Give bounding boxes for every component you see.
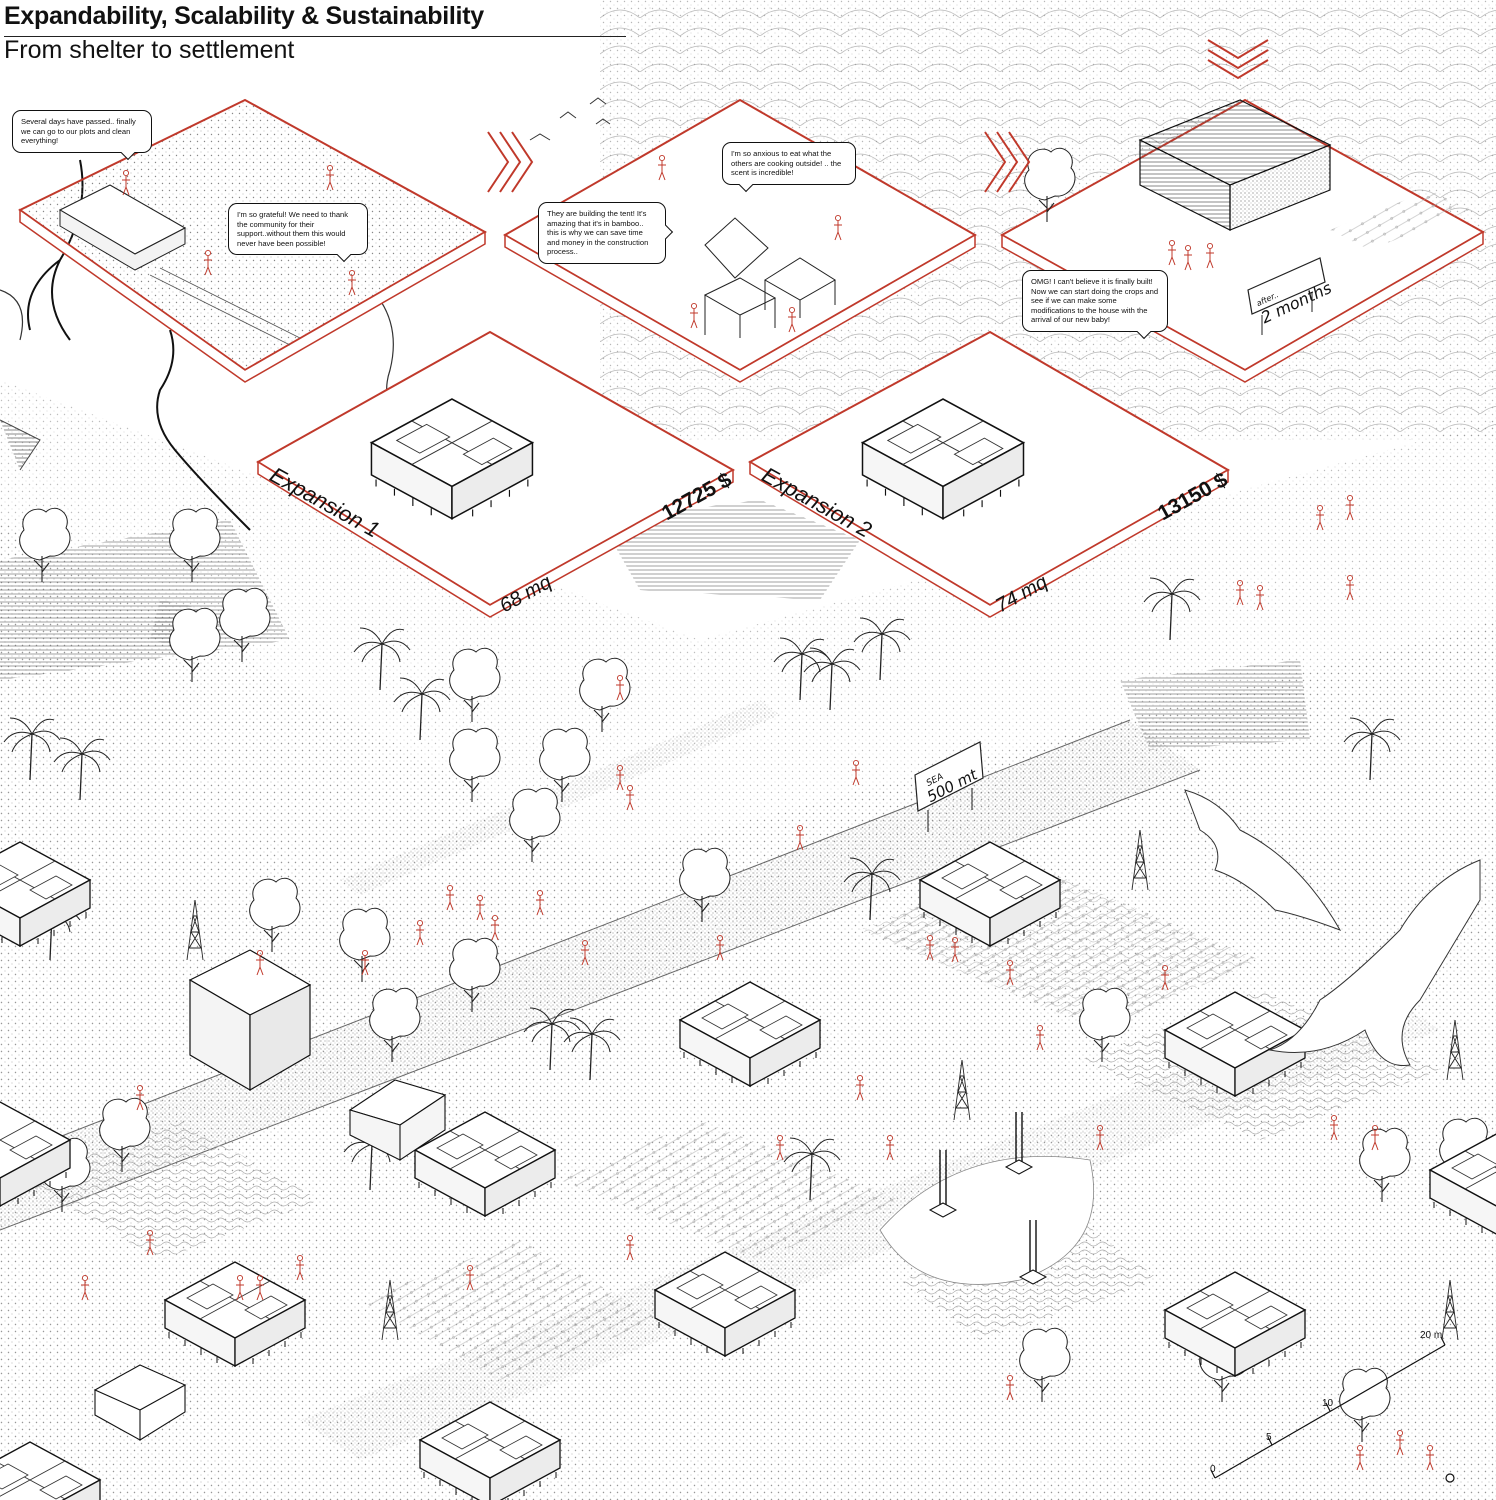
plot-tent	[502, 98, 978, 383]
title-divider	[4, 36, 626, 37]
speech-bubble-built: OMG! I can't believe it is finally built…	[1022, 270, 1168, 332]
hatched-field-right	[1120, 660, 1310, 750]
plaza-pillars	[879, 1112, 1094, 1285]
scale-bar	[1210, 1336, 1455, 1483]
sea-sign	[914, 741, 984, 832]
scale-label-0: 0	[1210, 1464, 1216, 1475]
main-road	[0, 720, 1200, 1230]
page-title: Expandability, Scalability & Sustainabil…	[4, 2, 484, 30]
hatched-field-center	[600, 500, 860, 600]
speech-bubble-gratitude: I'm so grateful! We need to thank the co…	[228, 203, 368, 256]
crop-field-5	[360, 1240, 660, 1380]
eagles	[1184, 789, 1481, 1067]
crop-field-2	[560, 1120, 900, 1260]
plot-built-house	[999, 98, 1486, 383]
plot-expansion-1	[256, 330, 736, 618]
crop-field-4	[20, 1120, 320, 1260]
chevron-arrows	[487, 39, 1269, 193]
upper-road	[340, 700, 780, 895]
scale-label-20m: 20 m	[1420, 1330, 1443, 1341]
page-subtitle: From shelter to settlement	[4, 36, 295, 64]
scale-label-5: 5	[1266, 1432, 1272, 1443]
shacks	[93, 949, 447, 1441]
plot-expansion-2	[747, 330, 1231, 618]
speech-bubble-tent: They are building the tent! It's amazing…	[538, 202, 666, 264]
speech-bubble-cooking: I'm so anxious to eat what the others ar…	[722, 142, 856, 185]
hatched-slope	[0, 419, 41, 471]
speech-bubble-cleanup: Several days have passed.. finally we ca…	[12, 110, 152, 153]
birds-sky	[529, 97, 611, 141]
scale-label-10: 10	[1322, 1398, 1334, 1409]
